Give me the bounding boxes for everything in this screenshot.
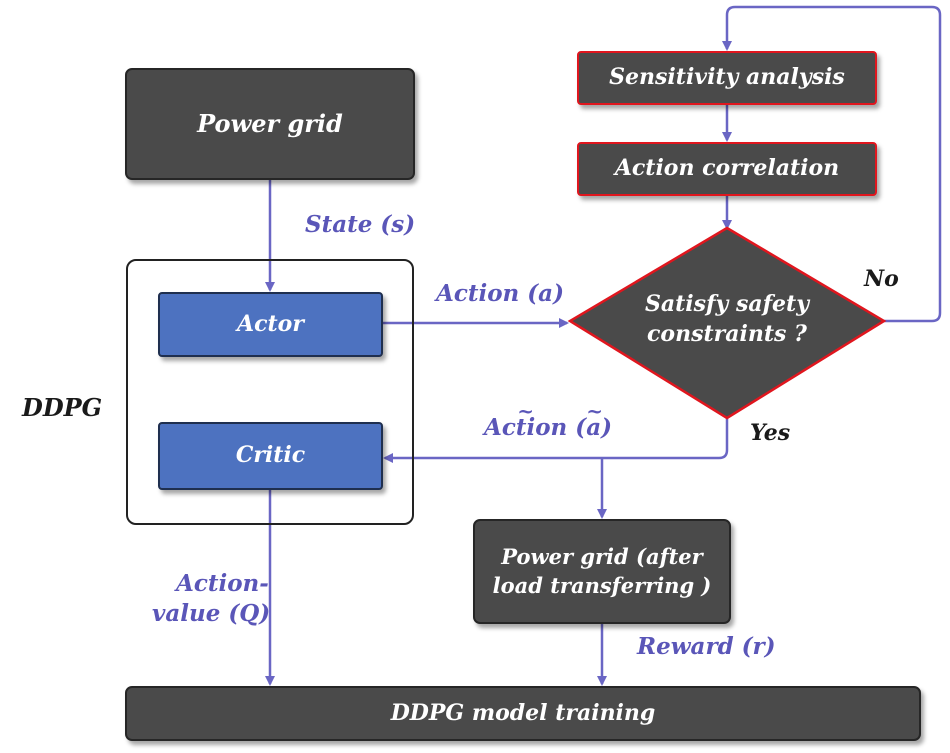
decision-line1: Satisfy safety [644,291,809,317]
model-training-box: DDPG model training [125,686,921,741]
edge-yes-to-critic [383,418,729,463]
action-value-line1: Action- [176,570,269,597]
power-grid-label: Power grid [197,108,343,138]
decision-text: Satisfy safety constraints ? [617,290,837,349]
power-grid-after-line2: load transferring ) [492,572,712,598]
edge-no-loop [722,5,942,323]
action-correlation-label: Action correlation [614,155,840,182]
power-grid-after-box: Power grid (after load transferring ) [473,519,731,624]
action-label: Action (a) [436,280,564,307]
action-correlation-box: Action correlation [577,142,877,196]
state-label: State (s) [305,211,416,238]
power-grid-box: Power grid [125,68,415,180]
critic-label: Critic [235,442,306,469]
ddpg-group-label: DDPG [22,393,103,422]
power-grid-after-line1: Power grid (after [501,544,703,570]
model-training-label: DDPG model training [390,699,656,726]
actor-box: Actor [158,292,383,357]
yes-label: Yes [750,420,791,446]
modified-action-label: Action (a) [484,399,612,443]
decision-line2: constraints ? [647,320,807,347]
modified-action-open: ( [575,414,587,441]
modified-action-close: ) [601,414,612,441]
actor-label: Actor [237,310,304,337]
action-value-line2: value (Q) [152,599,271,627]
modified-action-word: Action [484,399,568,443]
modified-action-var: a [586,399,601,443]
sensitivity-analysis-box: Sensitivity analysis [577,51,877,105]
reward-label: Reward (r) [637,633,776,660]
sensitivity-analysis-label: Sensitivity analysis [609,64,845,91]
decision-diamond [567,226,887,420]
ddpg-group-frame [126,259,414,525]
no-label: No [864,266,899,292]
critic-box: Critic [158,422,383,490]
action-value-label: Action- value (Q) [152,569,270,629]
